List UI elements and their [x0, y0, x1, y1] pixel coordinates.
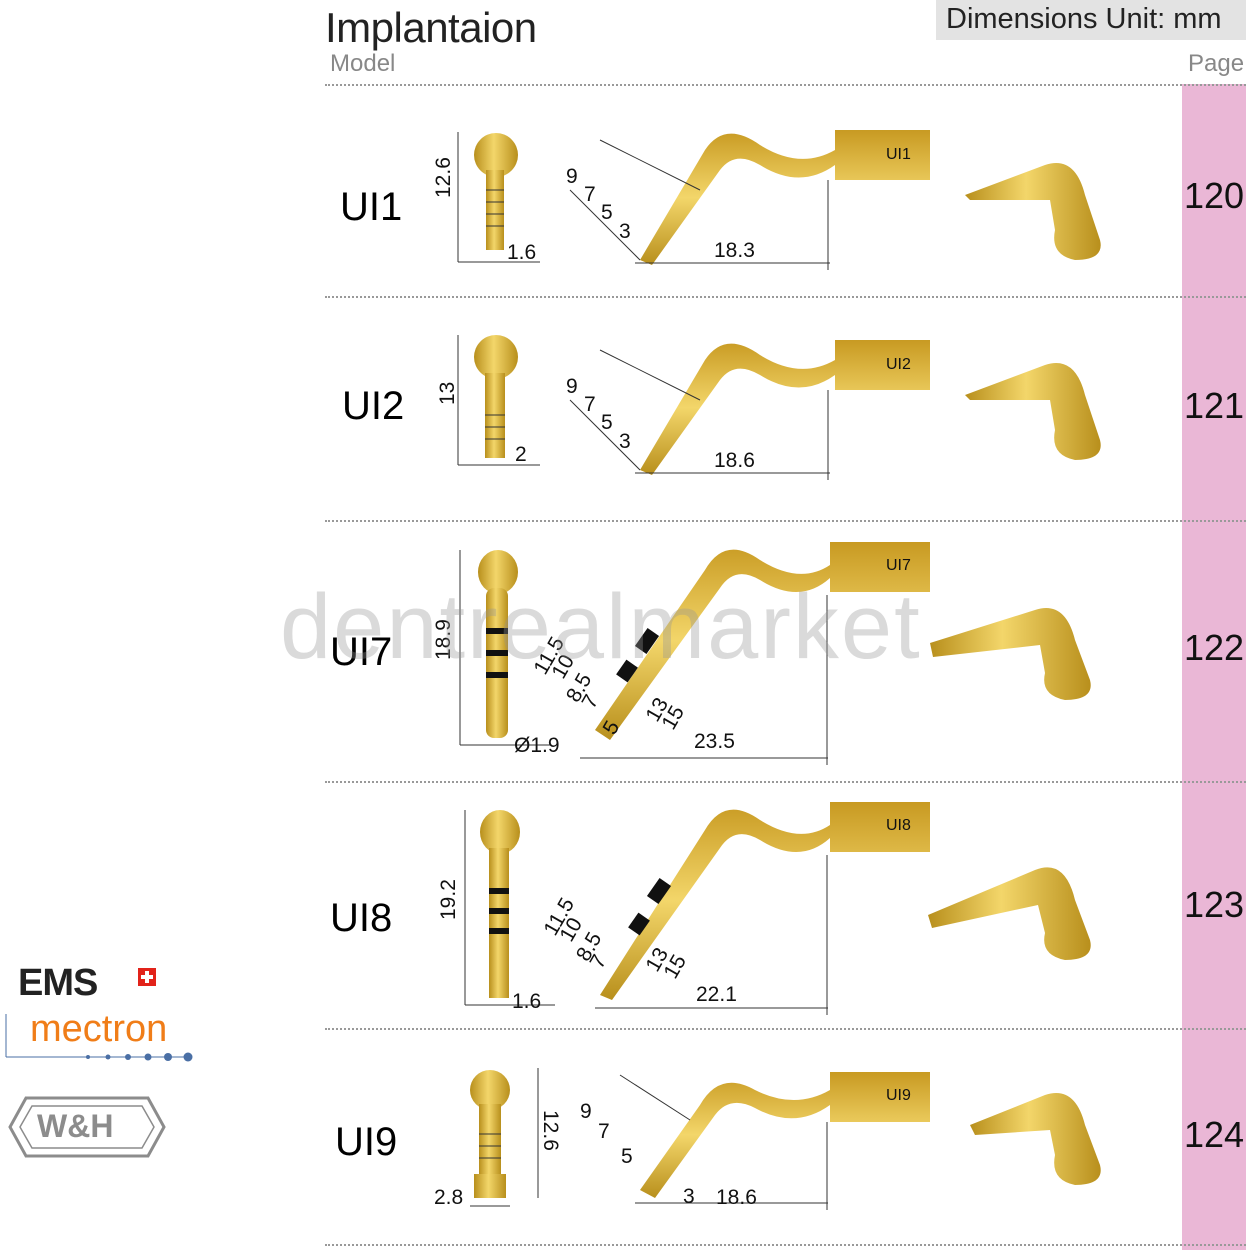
model-name: UI9: [335, 1120, 398, 1164]
front-view-diagram: [457, 335, 540, 466]
side-view-diagram: [595, 802, 930, 1015]
front-length-label: 12.6: [539, 1110, 562, 1151]
tip-photo: [970, 1093, 1101, 1185]
swiss-cross-icon: [138, 968, 156, 986]
page-title: Implantaion: [325, 4, 537, 51]
mark-label: 5: [621, 1145, 633, 1168]
tip-photo: [928, 867, 1091, 960]
ems-logo: EMS: [18, 962, 98, 1004]
model-column-label: Model: [330, 50, 396, 77]
front-length-label: 19.2: [437, 879, 460, 920]
tip-engraving-label: UI2: [886, 356, 911, 373]
page-number: 123: [1183, 884, 1245, 925]
mark-label: 7: [598, 1120, 610, 1143]
tip-engraving-label: UI8: [886, 817, 911, 834]
tip-photo: [965, 363, 1101, 460]
tip-photo: [930, 608, 1091, 700]
side-view-diagram: [619, 1072, 930, 1210]
front-length-label: 13: [436, 381, 459, 405]
separator: [325, 520, 1246, 522]
length-label: 18.3: [714, 239, 755, 262]
tip-engraving-label: UI9: [886, 1087, 911, 1104]
front-width-label: 1.6: [512, 990, 542, 1013]
length-label: 18.6: [716, 1186, 757, 1209]
mark-label: 5: [601, 201, 613, 224]
front-width-label: 2.8: [434, 1186, 464, 1209]
mark-label: 3: [619, 220, 631, 243]
separator: [325, 84, 1246, 86]
length-label: 22.1: [696, 983, 737, 1006]
front-view-diagram: [457, 132, 540, 263]
tip-engraving-label: UI7: [886, 557, 911, 574]
side-view-diagram: [569, 340, 930, 480]
model-name: UI8: [330, 896, 393, 940]
separator: [325, 1244, 1246, 1246]
page-number: 124: [1183, 1114, 1245, 1155]
separator: [325, 781, 1246, 783]
model-name: UI7: [330, 630, 393, 674]
page-column-band: [1182, 84, 1246, 1250]
page-number: 120: [1183, 175, 1245, 216]
dimensions-unit-label: Dimensions Unit: mm: [946, 3, 1222, 35]
front-view-diagram: [459, 550, 550, 746]
mark-label: 9: [580, 1100, 592, 1123]
side-view-diagram: [580, 542, 930, 765]
wh-logo: W&H: [37, 1108, 114, 1144]
separator: [325, 1028, 1246, 1030]
unit-box: [936, 0, 1246, 40]
watermark: dentrealmarket: [280, 576, 922, 678]
length-label: 23.5: [694, 730, 735, 753]
mectron-dots-icon: [5, 1014, 193, 1062]
front-view-diagram: [470, 1068, 539, 1207]
length-label: 18.6: [714, 449, 755, 472]
separator: [325, 296, 1246, 298]
mectron-logo: mectron: [30, 1008, 168, 1050]
tip-engraving-label: UI1: [886, 146, 911, 163]
mark-label: 7: [584, 393, 596, 416]
front-length-label: 12.6: [432, 157, 455, 198]
page-number: 122: [1183, 627, 1245, 668]
tip-photo: [965, 163, 1101, 260]
front-width-label: 2: [515, 443, 527, 466]
front-width-label: Ø1.9: [514, 734, 560, 757]
model-name: UI1: [340, 185, 403, 229]
side-view-diagram: [569, 130, 930, 270]
mark-label: 9: [566, 165, 578, 188]
mark-label: 5: [601, 411, 613, 434]
mark-label: 3: [619, 430, 631, 453]
wh-logo-icon: [8, 1096, 166, 1158]
mark-label: 3: [683, 1185, 695, 1208]
front-view-diagram: [464, 810, 555, 1006]
page-number: 121: [1183, 385, 1245, 426]
page-column-label: Page: [1188, 50, 1245, 77]
front-width-label: 1.6: [507, 241, 537, 264]
mark-label: 7: [584, 183, 596, 206]
mark-label: 9: [566, 375, 578, 398]
model-name: UI2: [342, 384, 405, 428]
